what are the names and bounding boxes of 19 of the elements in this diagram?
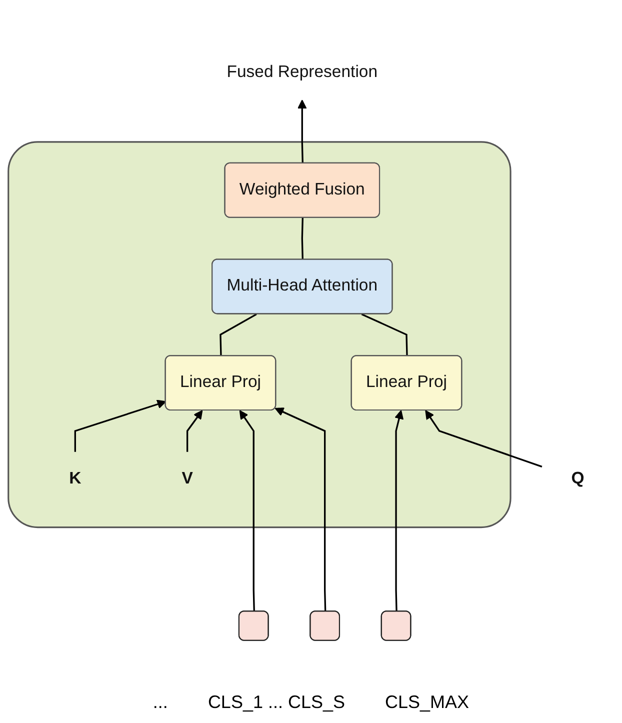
arrow [239,410,255,612]
connector [361,313,408,356]
connector [301,218,304,260]
label-text: ... [152,692,168,713]
arrow [394,410,404,612]
node-text: Q [571,470,584,488]
label-text: CLS_MAX [385,692,470,713]
node-text: K [69,470,82,488]
arrow [298,100,307,164]
arrow [74,400,166,452]
connector [220,313,257,356]
node-text: V [182,470,193,488]
arrow [274,408,326,612]
label-text: CLS_1 ... CLS_S [208,692,346,713]
node-text: Fused Represention [226,63,378,82]
arrow [186,410,203,452]
cluster [8,141,512,528]
arrow [425,410,542,468]
flow-diagram: Fused Represention Weighted Fusion Multi-Head Attention Linear Proj Linear Proj K V Q [0,0,622,686]
